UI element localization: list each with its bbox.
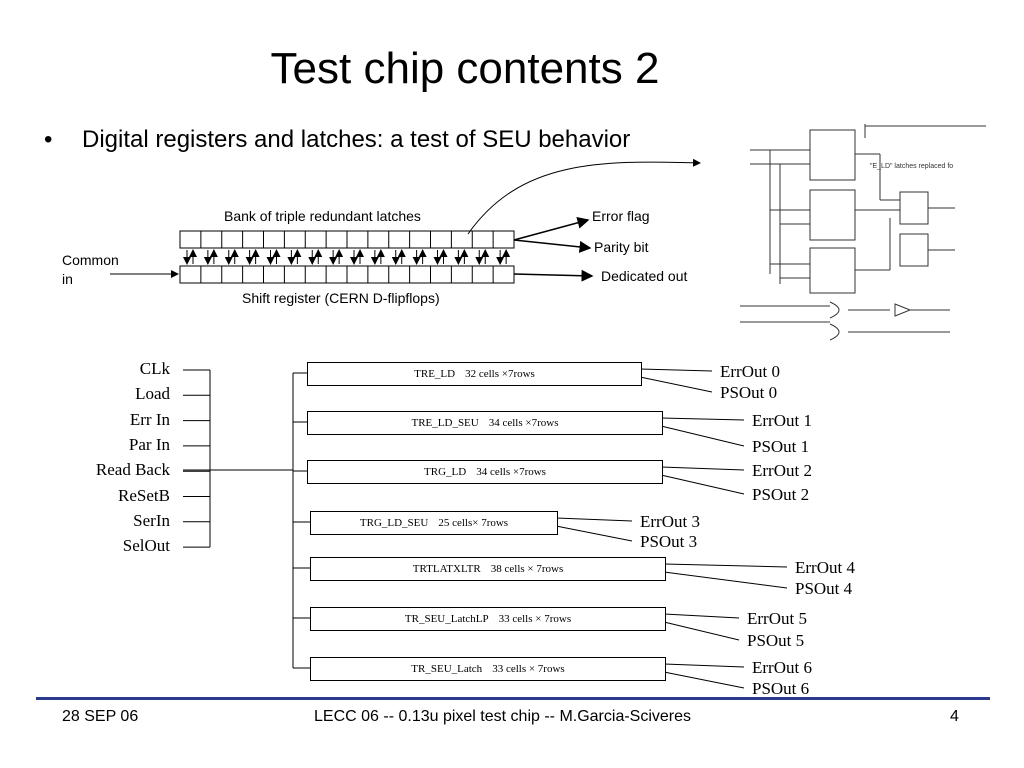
bidirectional-arrows <box>183 249 511 265</box>
block-name: TRG_LD <box>424 466 467 478</box>
psout-label: PSOut 3 <box>640 532 698 551</box>
register-block: TRE_LD_SEU 34 cells ×7rows <box>307 411 663 435</box>
schematic-note: "E_LD" latches replaced fo <box>870 163 953 170</box>
psout-wire <box>663 671 745 689</box>
block-cells: 33 cells × 7rows <box>498 613 572 625</box>
block-cells: 25 cells× 7rows <box>438 517 509 529</box>
block-cells: 34 cells ×7rows <box>488 417 559 429</box>
error-flag-label: Error flag <box>592 208 650 224</box>
bullet-text: Digital registers and latches: a test of… <box>82 126 631 153</box>
errout-label: ErrOut 5 <box>747 609 807 628</box>
psout-label: PSOut 0 <box>720 383 778 402</box>
psout-wire <box>660 474 745 495</box>
psout-label: PSOut 5 <box>747 631 805 650</box>
zoom-curve-arrow <box>467 158 701 235</box>
bullet-item: • Digital registers and latches: a test o… <box>44 126 630 154</box>
errout-label: ErrOut 1 <box>752 411 812 430</box>
psout-label: PSOut 4 <box>795 579 853 598</box>
register-block-label: TRTLATXLTR 38 cells × 7rows <box>311 558 665 580</box>
latch-bank-label: Bank of triple redundant latches <box>224 208 421 224</box>
block-cells: 33 cells × 7rows <box>492 663 565 675</box>
psout-label: PSOut 2 <box>752 485 810 504</box>
psout-wire <box>639 376 713 393</box>
dedicated-out-arrow <box>513 269 594 282</box>
schematic-drawing: "E_LD" latches replaced fo <box>740 124 986 341</box>
bullet-dot: • <box>44 126 53 153</box>
errout-label: ErrOut 2 <box>752 461 812 480</box>
latch-schematic-image: "E_LD" latches replaced fo <box>730 124 986 344</box>
signal-label: CLk <box>139 359 170 378</box>
block-cells: 32 cells ×7rows <box>465 368 535 380</box>
block-name: TR_SEU_LatchLP <box>404 613 489 625</box>
psout-label: PSOut 1 <box>752 437 810 456</box>
psout-wire <box>660 425 745 447</box>
psout-label: PSOut 6 <box>752 679 810 698</box>
errout-wire <box>663 663 745 668</box>
block-cells: 34 cells ×7rows <box>476 466 546 478</box>
register-block: TRE_LD 32 cells ×7rows <box>307 362 642 386</box>
footer-date: 28 SEP 06 <box>62 708 139 725</box>
footer-page: 4 <box>950 708 959 725</box>
footer-center: LECC 06 -- 0.13u pixel test chip -- M.Ga… <box>314 708 692 725</box>
register-block-label: TRE_LD 32 cells ×7rows <box>308 363 641 385</box>
block-name: TRG_LD_SEU <box>359 517 429 529</box>
register-block-label: TR_SEU_Latch 33 cells × 7rows <box>311 658 665 680</box>
errout-wire <box>663 563 788 568</box>
errout-wire <box>660 417 745 421</box>
signal-label: Load <box>135 384 170 404</box>
block-name: TRE_LD <box>414 368 456 380</box>
psout-wire <box>663 571 788 589</box>
register-block-label: TRG_LD 34 cells ×7rows <box>308 461 662 483</box>
errout-label: ErrOut 3 <box>640 512 700 531</box>
dedicated-out-label: Dedicated out <box>601 268 688 284</box>
signal-label: Read Back <box>95 460 170 480</box>
footer-rule <box>36 697 990 700</box>
common-in-label-1: Common <box>62 252 119 268</box>
signal-label: SelOut <box>122 536 170 556</box>
block-name: TR_SEU_Latch <box>411 663 483 675</box>
error-flag-arrow <box>513 216 590 241</box>
common-in-label-2: in <box>62 271 73 287</box>
register-block: TR_SEU_LatchLP 33 cells × 7rows <box>310 607 666 631</box>
parity-bit-arrow <box>513 239 592 253</box>
register-block-label: TR_SEU_LatchLP 33 cells × 7rows <box>311 608 665 630</box>
shift-register-label: Shift register (CERN D-flipflops) <box>242 290 440 306</box>
register-block-label: TRE_LD_SEU 34 cells ×7rows <box>308 412 662 434</box>
block-name: TRE_LD_SEU <box>411 417 479 429</box>
register-block-label: TRG_LD_SEU 25 cells× 7rows <box>311 512 557 534</box>
psout-wire <box>663 621 740 641</box>
block-cells: 38 cells × 7rows <box>490 563 564 575</box>
slide-title: Test chip contents 2 <box>270 44 660 93</box>
parity-bit-label: Parity bit <box>594 239 649 255</box>
block-name: TRTLATXLTR <box>412 563 481 575</box>
register-block: TRTLATXLTR 38 cells × 7rows <box>310 557 666 581</box>
signal-label: SerIn <box>133 510 170 530</box>
errout-wire <box>663 613 740 619</box>
errout-label: ErrOut 0 <box>720 362 780 381</box>
errout-label: ErrOut 6 <box>752 658 812 677</box>
register-block: TRG_LD 34 cells ×7rows <box>307 460 663 484</box>
register-block: TR_SEU_Latch 33 cells × 7rows <box>310 657 666 681</box>
register-block: TRG_LD_SEU 25 cells× 7rows <box>310 511 558 535</box>
signal-label: Par In <box>128 434 170 454</box>
errout-wire <box>639 368 713 372</box>
signal-label: ReSetB <box>118 485 170 505</box>
errout-wire <box>555 517 633 522</box>
signal-label: Err In <box>129 409 170 429</box>
errout-wire <box>660 466 745 471</box>
errout-label: ErrOut 4 <box>795 558 855 577</box>
psout-wire <box>555 525 633 542</box>
